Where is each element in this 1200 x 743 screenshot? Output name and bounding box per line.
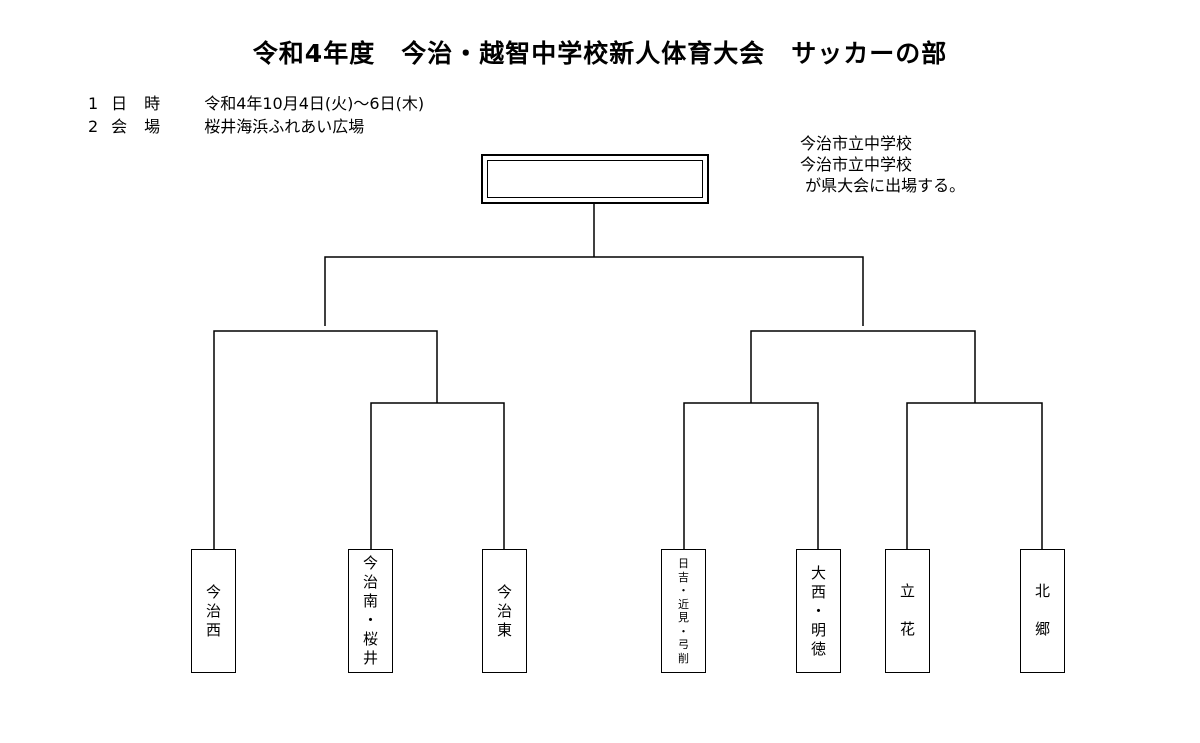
team-char: 近 [678,597,689,611]
team-box-onishi-meitoku: 大 西 ・ 明 徳 [796,549,841,673]
team-box-tachibana: 立 花 [885,549,930,673]
info-venue-row: 2 会 場 桜井海浜ふれあい広場 [88,113,364,137]
champion-inner-frame [487,160,703,198]
team-char: 治 [205,601,221,620]
team-char: 今 [496,582,512,601]
team-char: 見 [678,611,689,624]
bracket-line-semi-right [750,330,976,403]
team-char: 日 [678,557,689,570]
team-char: 東 [496,620,512,639]
note-line-3: が県大会に出場する。 [800,176,966,195]
team-char: ・ [678,624,689,638]
team-box-hiyoshi-chikami-yuge: 日 吉 ・ 近 見 ・ 弓 削 [661,549,706,673]
bracket-line-qf-2 [683,402,819,549]
info-date-row: 1 日 時 令和4年10月4日(火)～6日(木) [88,90,424,114]
team-char: ・ [678,584,689,597]
team-char: 弓 [678,638,689,651]
team-char: 明 [810,620,826,639]
team-char: 大 [810,563,826,582]
note-line-1: 今治市立中学校 [800,134,913,153]
team-char: 徳 [810,639,826,658]
team-char: 今 [362,554,378,572]
team-char: 南 [362,592,378,610]
team-char: 西 [810,582,826,601]
note-line-2: 今治市立中学校 [800,155,913,174]
team-char: 立 [899,582,915,600]
team-char: ・ [362,611,378,629]
team-char: 郷 [1034,620,1050,638]
team-char: 西 [205,620,221,639]
team-box-imabari-nishi: 今 治 西 [191,549,236,673]
team-box-imabari-minami-sakurai: 今 治 南 ・ 桜 井 [348,549,393,673]
team-char: 井 [362,649,378,667]
info-venue-value: 桜井海浜ふれあい広場 [204,117,365,136]
bracket-line-qf-1 [370,402,505,549]
team-box-hongo: 北 郷 [1020,549,1065,673]
team-char: 今 [205,582,221,601]
team-char: 桜 [362,630,378,648]
champion-box [481,154,709,204]
team-char: 削 [678,651,689,665]
qualification-note: 今治市立中学校 今治市立中学校 が県大会に出場する。 [800,133,965,196]
info-date-label: 日 時 [111,94,167,113]
bracket-line-final [324,256,864,326]
team-char: 治 [496,601,512,620]
bracket-line-qf-3 [906,402,1043,549]
team-char: 治 [362,573,378,591]
bracket-line-semi-left [213,330,438,549]
team-char: 吉 [678,570,689,584]
team-box-imabari-higashi: 今 治 東 [482,549,527,673]
page-title: 令和4年度 今治・越智中学校新人体育大会 サッカーの部 [252,39,948,68]
info-date-number: 1 [88,94,99,113]
team-char: 北 [1034,582,1050,600]
info-date-value: 令和4年10月4日(火)～6日(木) [204,94,425,113]
team-char: 花 [899,620,915,638]
info-venue-label: 会 場 [111,117,167,136]
team-char: ・ [810,601,826,620]
info-venue-number: 2 [88,117,99,136]
